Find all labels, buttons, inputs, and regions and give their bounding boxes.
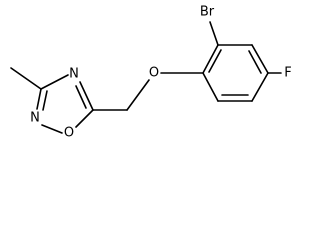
atom-label-ether-oxygen: O <box>149 66 159 81</box>
bond-c5-n4 <box>79 81 94 111</box>
bond-c3-n2-double <box>42 90 48 111</box>
bond-o-ch2 <box>126 79 150 111</box>
bond-ring-c3-c4 <box>251 44 269 74</box>
bond-c5-o1 <box>75 109 94 128</box>
bond-ring-c6-c1 <box>202 72 219 102</box>
bond-n4-c3 <box>40 74 69 90</box>
oxadiazole-ring <box>36 74 94 134</box>
atom-label-ring-nitrogen-left: N <box>30 111 40 126</box>
bond-ring-c3-c4-double <box>248 50 262 74</box>
bond-c3-n2 <box>36 88 42 110</box>
bond-n2-o1 <box>41 124 63 134</box>
atom-label-bromine: Br <box>200 5 215 20</box>
atom-label-fluorine: F <box>284 66 291 81</box>
bond-c-br <box>209 21 219 46</box>
bond-c5-n4-double <box>75 85 87 109</box>
atom-label-ring-nitrogen-top: N <box>69 67 79 82</box>
bond-ring-c1-c2 <box>202 44 219 74</box>
bond-c3-methyl <box>10 67 42 90</box>
bond-ring-c4-c5 <box>251 72 269 102</box>
benzene-ring <box>202 44 269 102</box>
bond-ring-c1-c2-double <box>208 49 222 73</box>
molecule-structure: Br F O N N O <box>10 5 292 141</box>
atom-label-ring-oxygen: O <box>64 126 74 141</box>
